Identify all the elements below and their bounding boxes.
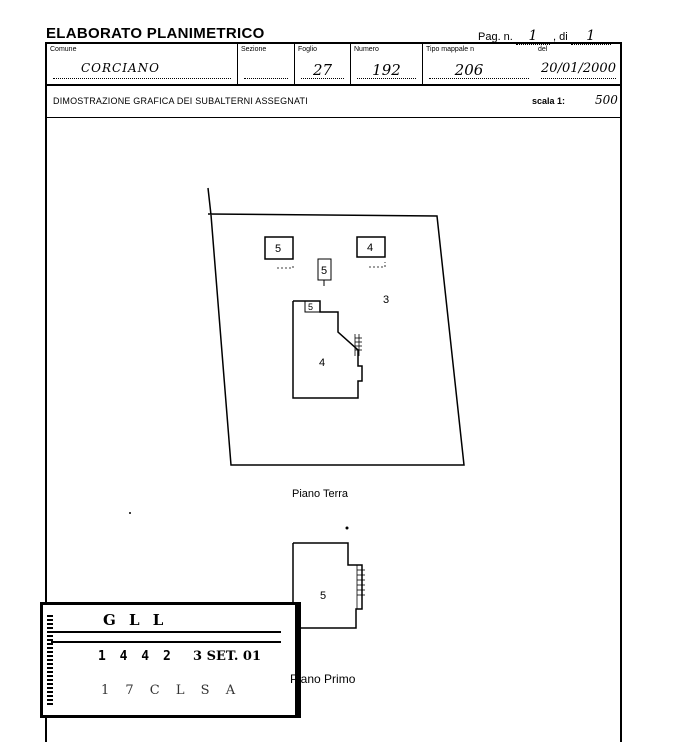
page-number: Pag. n. 1 , di 1: [478, 28, 611, 45]
caption-row: DIMOSTRAZIONE GRAFICA DEI SUBALTERNI ASS…: [47, 86, 620, 118]
house-first-floor: [292, 542, 363, 629]
del-value: 20/01/2000: [541, 61, 616, 76]
stamp-line-3: 3 SET. 01: [193, 649, 262, 664]
sub-right-box-label: 4: [367, 242, 373, 254]
sub-garden-label: 3: [383, 294, 389, 306]
scale-value: 500: [595, 93, 618, 107]
stamp-line-2: 1 4 4 2: [98, 649, 174, 664]
stairs-first: [356, 565, 365, 609]
stamp-line-4: 1 7 C L S A: [101, 683, 242, 698]
field-sezione: Sezione: [237, 44, 294, 84]
cadastral-header-row: Comune CORCIANO Sezione Foglio 27 Numero…: [47, 44, 620, 86]
field-tipo-mappale: Tipo mappale n 206: [422, 44, 535, 84]
comune-value: CORCIANO: [81, 61, 160, 75]
outbuilding-left: [264, 236, 294, 260]
document-frame: Comune CORCIANO Sezione Foglio 27 Numero…: [45, 42, 622, 742]
stairs-ground: [354, 334, 362, 356]
sub-left-box-label: 5: [275, 243, 281, 255]
stamp-line-1: G L L: [103, 611, 168, 629]
field-numero: Numero 192: [350, 44, 422, 84]
pag-label: Pag. n.: [478, 31, 513, 43]
document-title: ELABORATO PLANIMETRICO: [46, 25, 265, 42]
caption-text: DIMOSTRAZIONE GRAFICA DEI SUBALTERNI ASS…: [53, 96, 308, 106]
sub-center-label: 5: [321, 265, 327, 277]
sub-house-top-label: 5: [308, 302, 313, 312]
numero-value: 192: [372, 61, 401, 79]
di-label: , di: [552, 31, 568, 43]
ground-floor-label: Piano Terra: [292, 488, 349, 500]
house-top-box: [304, 300, 321, 313]
outbuilding-right: [356, 236, 386, 258]
di-value: 1: [586, 28, 596, 44]
registry-stamp: G L L 1 4 4 2 3 SET. 01 1 7 C L S A: [40, 602, 301, 718]
pag-value: 1: [528, 28, 538, 44]
field-del: del 20/01/2000: [535, 44, 622, 84]
field-foglio: Foglio 27: [294, 44, 350, 84]
scale-label: scala 1:: [532, 96, 566, 106]
lot-boundary: [207, 187, 465, 466]
first-floor-label: Piano Primo: [290, 672, 356, 686]
tipo-value: 206: [454, 61, 484, 79]
floor-plan-drawing: 5 4 5 3 5 4 Piano Terra 5: [129, 187, 465, 629]
field-comune: Comune CORCIANO: [47, 44, 237, 84]
house-ground-floor: [292, 300, 363, 399]
sub-house-label: 4: [319, 357, 325, 369]
foglio-value: 27: [312, 61, 333, 79]
sub-first-floor-label: 5: [320, 590, 326, 602]
